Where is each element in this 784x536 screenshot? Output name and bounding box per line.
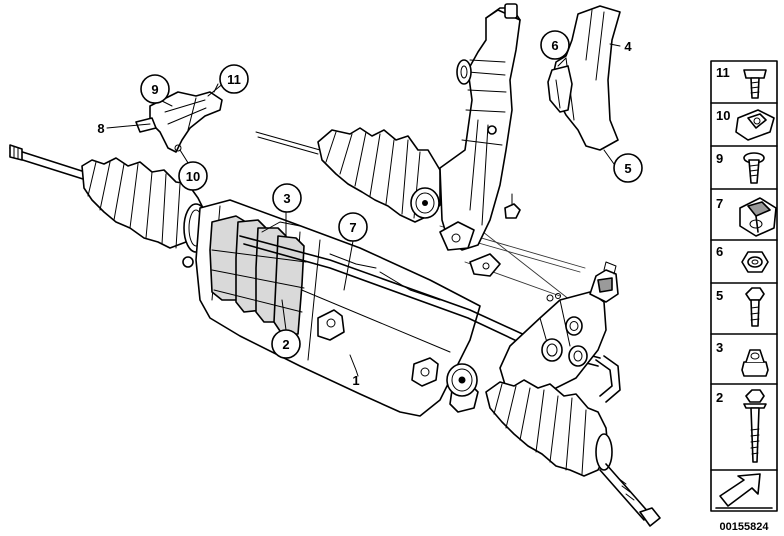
steering-rack	[9, 144, 661, 527]
legend-item-3: 3	[716, 340, 769, 377]
callout-1: 1	[352, 373, 359, 388]
callout-10: 10	[178, 161, 208, 191]
legend-item-6: 6	[716, 244, 769, 273]
callout-4: 4	[624, 39, 632, 54]
svg-text:10: 10	[716, 108, 730, 123]
svg-text:10: 10	[186, 169, 200, 184]
svg-text:6: 6	[716, 244, 723, 259]
legend-item-9: 9	[716, 151, 765, 184]
svg-text:7: 7	[716, 196, 723, 211]
svg-text:11: 11	[227, 72, 241, 87]
callout-3: 3	[272, 183, 302, 213]
svg-text:5: 5	[716, 288, 723, 303]
callout-7: 7	[338, 212, 368, 242]
svg-text:7: 7	[349, 220, 356, 235]
diagonal-arrow-icon	[715, 473, 773, 509]
callout-6: 6	[540, 30, 570, 60]
background-steering-box	[255, 3, 586, 302]
parts-legend: 11 10 9 7 6	[710, 60, 778, 512]
svg-text:11: 11	[716, 65, 730, 80]
svg-text:6: 6	[551, 38, 558, 53]
callout-5: 5	[613, 153, 643, 183]
callout-9: 9	[140, 74, 170, 104]
svg-text:4: 4	[624, 39, 632, 54]
svg-text:3: 3	[716, 340, 723, 355]
callout-8: 8	[97, 121, 104, 136]
svg-text:5: 5	[624, 161, 631, 176]
svg-text:2: 2	[716, 390, 723, 405]
svg-text:2: 2	[282, 337, 289, 352]
svg-text:9: 9	[716, 151, 723, 166]
svg-text:3: 3	[283, 191, 290, 206]
svg-text:1: 1	[352, 373, 359, 388]
legend-item-5: 5	[716, 287, 765, 327]
svg-text:9: 9	[151, 82, 158, 97]
document-id: 00155824	[720, 521, 770, 533]
sleeve-segments	[209, 215, 307, 335]
callout-11: 11	[219, 64, 249, 94]
legend-item-10: 10	[716, 108, 775, 141]
legend-item-7: 7	[716, 196, 777, 237]
svg-text:8: 8	[97, 121, 104, 136]
legend-item-11: 11	[716, 65, 767, 99]
callout-2: 2	[271, 329, 301, 359]
bracket	[135, 83, 223, 153]
heat-shield	[547, 5, 621, 151]
legend-item-2: 2	[716, 389, 767, 463]
